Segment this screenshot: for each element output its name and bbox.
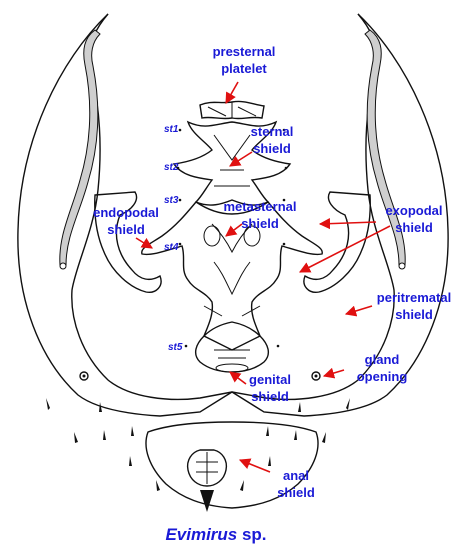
svg-text:gland: gland bbox=[365, 352, 400, 367]
svg-text:shield: shield bbox=[395, 307, 433, 322]
caption-suffix: sp. bbox=[237, 525, 266, 544]
svg-text:endopodal: endopodal bbox=[93, 205, 159, 220]
svg-text:shield: shield bbox=[253, 141, 291, 156]
figure-caption: Evimirus sp. bbox=[165, 525, 266, 544]
svg-text:genital: genital bbox=[249, 372, 291, 387]
presternal-platelet bbox=[199, 100, 265, 120]
label-metasternal-shield: metasternal shield bbox=[224, 199, 297, 231]
gland-openings bbox=[79, 371, 321, 381]
label-gland-opening: gland opening bbox=[357, 352, 408, 384]
label-genital-shield: genital shield bbox=[249, 372, 291, 404]
label-presternal-platelet: presternal platelet bbox=[213, 44, 276, 76]
svg-text:sternal: sternal bbox=[251, 124, 294, 139]
seta-st5-label: st5 bbox=[168, 342, 183, 353]
svg-text:platelet: platelet bbox=[221, 61, 267, 76]
left-exopodal-shield bbox=[94, 191, 162, 293]
svg-text:metasternal: metasternal bbox=[224, 199, 297, 214]
seta-st4-label: st4 bbox=[164, 242, 179, 253]
seta-st3-label: st3 bbox=[164, 195, 179, 206]
seta-st1-label: st1 bbox=[164, 124, 179, 135]
svg-text:peritrematal: peritrematal bbox=[377, 290, 451, 305]
label-endopodal-shield: endopodal shield bbox=[93, 205, 159, 237]
pointer-arrows bbox=[135, 81, 391, 473]
right-exopodal-shield bbox=[303, 191, 371, 293]
anal-shield bbox=[145, 421, 319, 512]
svg-text:shield: shield bbox=[395, 220, 433, 235]
svg-text:shield: shield bbox=[251, 389, 289, 404]
caption-genus: Evimirus bbox=[165, 525, 237, 544]
svg-text:presternal: presternal bbox=[213, 44, 276, 59]
seta-st2-label: st2 bbox=[164, 162, 179, 173]
label-peritrematal-shield: peritrematal shield bbox=[377, 290, 451, 322]
svg-text:anal: anal bbox=[283, 468, 309, 483]
label-exopodal-shield: exopodal shield bbox=[385, 203, 442, 235]
right-peritreme bbox=[364, 29, 406, 270]
genital-shield bbox=[194, 321, 270, 373]
svg-text:shield: shield bbox=[107, 222, 145, 237]
svg-text:shield: shield bbox=[277, 485, 315, 500]
setae-spines bbox=[46, 128, 350, 491]
svg-text:shield: shield bbox=[241, 216, 279, 231]
left-peritreme bbox=[59, 29, 101, 270]
svg-text:exopodal: exopodal bbox=[385, 203, 442, 218]
metasternal-endopodal-complex bbox=[141, 201, 323, 351]
label-sternal-shield: sternal shield bbox=[251, 124, 294, 156]
label-anal-shield: anal shield bbox=[277, 468, 315, 500]
svg-text:opening: opening bbox=[357, 369, 408, 384]
